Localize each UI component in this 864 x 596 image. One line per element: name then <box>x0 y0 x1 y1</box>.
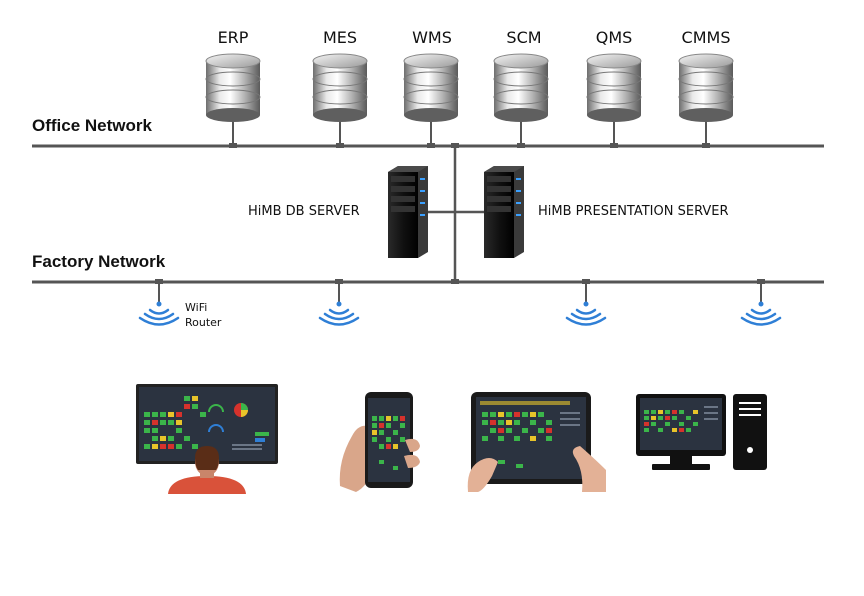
scm-label: SCM <box>506 28 542 47</box>
database-cmms-icon <box>678 53 734 148</box>
wifi-router-icon <box>318 279 360 326</box>
database-erp-icon <box>205 53 261 148</box>
wifi-router-label: WiFi Router <box>185 300 221 330</box>
presentation-server-icon <box>484 166 524 258</box>
wms-label: WMS <box>412 28 452 47</box>
db-server-icon <box>388 166 428 258</box>
database-wms-icon <box>403 53 459 148</box>
factory-network-label: Factory Network <box>32 252 166 271</box>
office-network-label: Office Network <box>32 116 152 135</box>
wall-display-icon <box>136 384 278 494</box>
tablet-icon <box>467 392 606 492</box>
wifi-router-icon <box>565 279 607 326</box>
wifi-router-label-line2: Router <box>185 316 222 329</box>
database-mes-icon <box>312 53 368 148</box>
smartphone-icon <box>339 392 420 492</box>
desktop-pc-icon <box>636 394 767 470</box>
presentation-server-label: HiMB PRESENTATION SERVER <box>538 204 729 219</box>
database-scm-icon <box>493 53 549 148</box>
erp-label: ERP <box>217 28 249 47</box>
wifi-router-icon <box>138 279 180 326</box>
database-qms-icon <box>586 53 642 148</box>
wifi-router-label-line1: WiFi <box>185 301 208 314</box>
qms-label: QMS <box>595 28 633 47</box>
mes-label: MES <box>322 28 358 47</box>
cmms-label: CMMS <box>681 28 731 47</box>
wifi-router-icon <box>740 279 782 326</box>
db-server-label: HiMB DB SERVER <box>248 204 360 219</box>
